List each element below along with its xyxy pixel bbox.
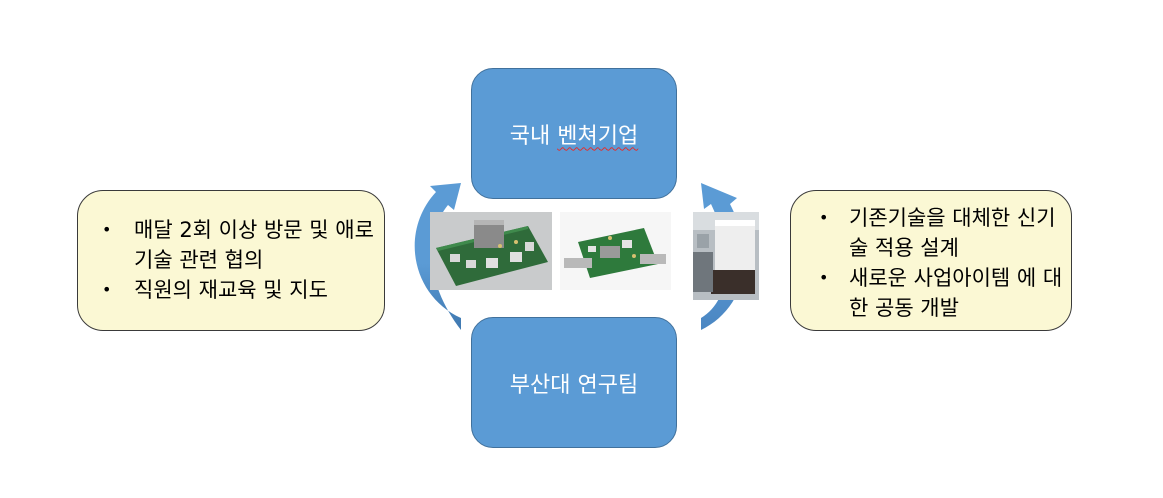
right-callout-item: 새로운 사업아이템 에 대한 공동 개발 <box>807 263 1063 323</box>
label-part-spellcheck: 벤쳐기업 <box>557 123 639 149</box>
left-callout-item: 매달 2회 이상 방문 및 애로 기술 관련 협의 <box>90 215 374 275</box>
left-callout-item: 직원의 재교육 및 지도 <box>90 275 374 305</box>
pcb-board-photo <box>430 212 552 290</box>
right-callout-box: 기존기술을 대체한 신기술 적용 설계 새로운 사업아이템 에 대한 공동 개발 <box>790 190 1072 331</box>
research-team-label: 부산대 연구팀 <box>509 372 639 398</box>
left-callout-list: 매달 2회 이상 방문 및 애로 기술 관련 협의 직원의 재교육 및 지도 <box>90 215 374 305</box>
right-callout-item: 기존기술을 대체한 신기술 적용 설계 <box>807 203 1063 263</box>
research-team-node: 부산대 연구팀 <box>471 317 677 448</box>
left-callout-box: 매달 2회 이상 방문 및 애로 기술 관련 협의 직원의 재교육 및 지도 <box>77 190 385 331</box>
equipment-cabinet-photo <box>693 212 759 300</box>
domestic-venture-node: 국내 벤쳐기업 <box>471 68 677 199</box>
label-part: 국내 <box>509 123 551 149</box>
rf-module-board-photo <box>560 212 671 290</box>
left-cycle-arrow <box>414 183 461 330</box>
domestic-venture-label: 국내 벤쳐기업 <box>510 118 638 150</box>
right-callout-list: 기존기술을 대체한 신기술 적용 설계 새로운 사업아이템 에 대한 공동 개발 <box>807 203 1063 323</box>
